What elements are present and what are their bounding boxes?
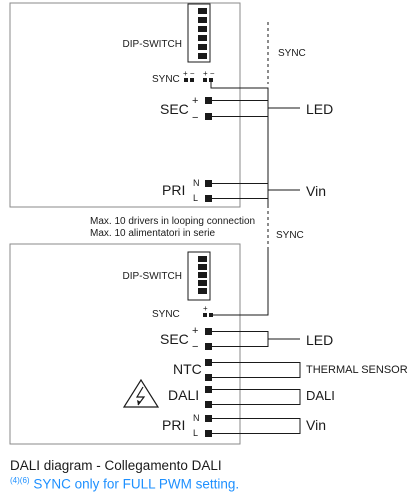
bottom-pri-label: PRI [162,417,185,433]
top-dip-switch-label: DIP-SWITCH [123,39,182,50]
bottom-pri-l: L [193,428,198,438]
bottom-dip-switch-label: DIP-SWITCH [123,271,182,282]
ntc-label: NTC [173,361,202,377]
sync-note: (4)(6) SYNC only for FULL PWM setting. [10,476,239,492]
top-dip-switch [187,3,211,63]
top-pri-l: L [193,193,198,203]
top-sync-terminal-3 [203,78,207,82]
bottom-pri-terminal-n [205,415,212,422]
bottom-sec-terminal-minus [205,343,212,350]
ntc-terminal-2 [205,374,212,381]
bottom-sec-label: SEC [160,331,189,347]
bottom-sec-terminal-plus [205,328,212,335]
top-sync-terminal-1 [184,78,188,82]
dali-terminal-1 [205,386,212,393]
top-sync-pm-right: + − [203,69,215,78]
vin-label-top: Vin [306,183,326,199]
note-text: SYNC only for FULL PWM setting. [33,476,240,492]
diagram-caption: DALI diagram - Collegamento DALI [10,458,222,473]
top-sync-terminal-4 [209,78,213,82]
note-reference: (4)(6) [10,476,30,485]
top-sync-label: SYNC [152,74,180,85]
top-driver-box [9,2,241,208]
top-sec-terminal-plus [205,97,212,104]
high-voltage-warning-icon [122,378,160,408]
ntc-terminal-1 [205,359,212,366]
sync-label-top-right: SYNC [278,48,306,59]
top-sec-minus: − [192,112,198,124]
top-sync-terminal-2 [190,78,194,82]
dali-out-label: DALI [306,388,335,403]
top-sec-plus: + [192,95,198,107]
bottom-pri-n: N [193,413,200,423]
bottom-sync-label: SYNC [152,309,180,320]
dali-terminal-2 [205,401,212,408]
top-pri-terminal-l [205,195,212,202]
wires [210,82,301,434]
led-label-bottom: LED [306,332,333,348]
bottom-sec-plus: + [192,325,198,337]
vin-label-bottom: Vin [306,417,326,433]
bottom-sync-plus: + [203,304,208,313]
bottom-driver-box [9,243,241,445]
bottom-sync-terminal-1 [203,313,207,317]
sync-label-mid-right: SYNC [276,230,304,241]
top-sec-terminal-minus [205,113,212,120]
drivers-note-en: Max. 10 drivers in looping connection [90,216,255,227]
bottom-sync-terminal-2 [209,313,213,317]
drivers-note-it: Max. 10 alimentatori in serie [90,228,215,239]
top-sync-pm-left: + − [183,69,195,78]
dali-label: DALI [168,387,199,403]
top-pri-n: N [193,178,200,188]
top-pri-terminal-n [205,180,212,187]
bottom-dip-switch [187,251,211,301]
thermal-sensor-label: THERMAL SENSOR [306,364,408,376]
bottom-sec-minus: − [192,341,198,353]
top-pri-label: PRI [162,182,185,198]
led-label-top: LED [306,101,333,117]
top-sec-label: SEC [160,101,189,117]
bottom-pri-terminal-l [205,430,212,437]
